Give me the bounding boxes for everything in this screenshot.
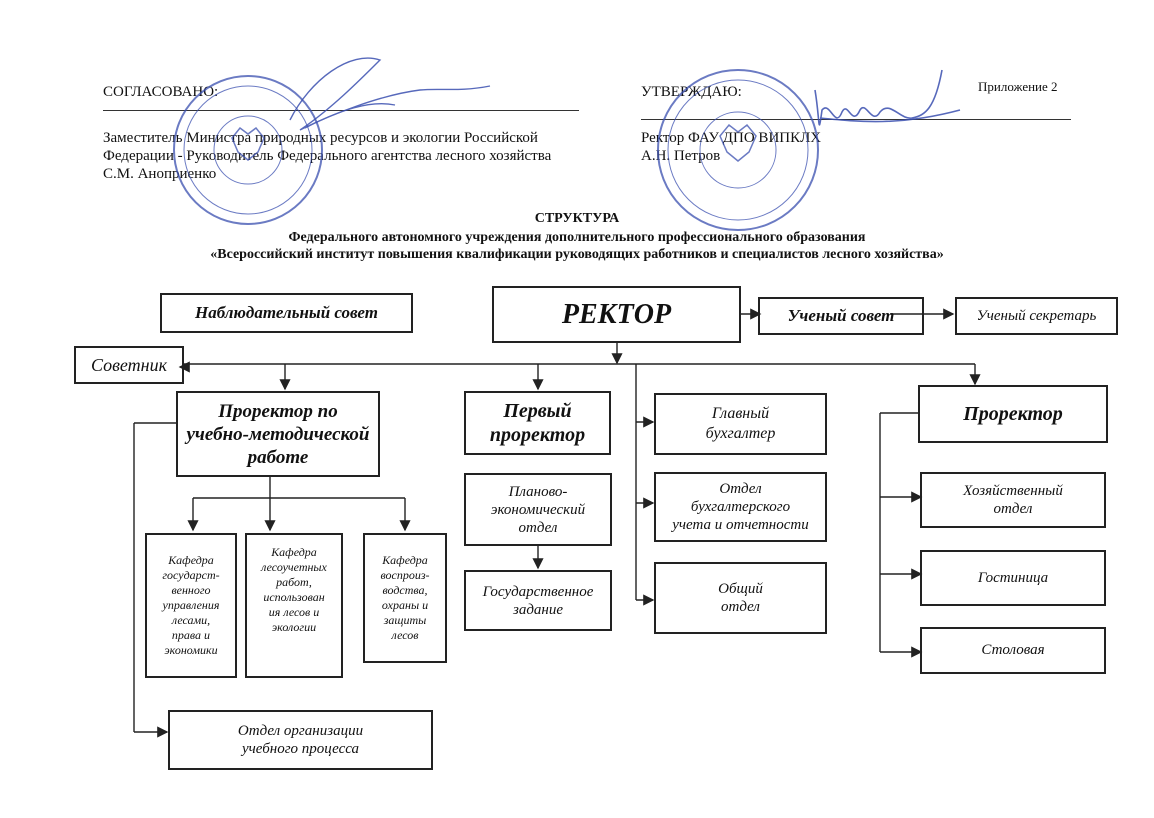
stamp-right (657, 69, 819, 231)
hotel-box: Гостиница (920, 550, 1106, 606)
accounting-dept-box: Отдел бухгалтерского учета и отчетности (654, 472, 827, 542)
vp-label: Проректор (963, 402, 1063, 425)
household-dept-line1: Хозяйственный (963, 483, 1063, 499)
edu-process-dept-line1: Отдел организации (237, 723, 364, 739)
department-2-box: Кафедра лесоучетных работ, использован и… (245, 533, 343, 678)
advisor-box: Советник (74, 346, 184, 384)
chief-accountant-box: Главный бухгалтер (654, 393, 827, 455)
canteen-box: Столовая (920, 627, 1106, 674)
institute-name: «Всероссийский институт повышения квалиф… (210, 247, 944, 262)
department-2-line1: Кафедра (271, 545, 317, 559)
department-1-line1: Кафедра (168, 553, 214, 567)
department-1-line2: государст- (162, 568, 220, 582)
rector-label: РЕКТОР (561, 298, 672, 330)
planning-dept-line2: экономический (490, 501, 586, 518)
approver-left-name: С.М. Аноприенко (103, 166, 217, 182)
rector-box: РЕКТОР (492, 286, 741, 343)
first-vp-line1: Первый (503, 400, 572, 422)
first-vp-box: Первый проректор (464, 391, 611, 455)
department-3-line5: защиты (383, 613, 427, 627)
doc-subtitle: Федерального автономного учреждения допо… (288, 230, 866, 245)
vp-education-box: Проректор по учебно-методической работе (176, 391, 380, 477)
approval-right-label: УТВЕРЖДАЮ: (641, 84, 742, 100)
academic-council-box: Ученый совет (758, 297, 924, 335)
vp-education-line2: учебно-методической (186, 423, 370, 445)
chief-accountant-line1: Главный (711, 405, 770, 422)
department-2-line5: ия лесов и (268, 605, 320, 619)
department-1-line6: права и (171, 628, 211, 642)
academic-secretary-label: Ученый секретарь (976, 307, 1097, 324)
approval-left-label: СОГЛАСОВАНО: (103, 84, 219, 100)
stamp-left (173, 75, 323, 225)
vp-education-line3: работе (247, 446, 309, 468)
signature-line-left (103, 110, 579, 111)
state-task-line1: Государственное (482, 583, 594, 600)
planning-dept-box: Планово- экономический отдел (464, 473, 612, 546)
signature-right (814, 69, 961, 126)
hotel-label: Гостиница (977, 569, 1049, 586)
state-task-box: Государственное задание (464, 570, 612, 631)
state-task-line2: задание (512, 601, 564, 618)
accounting-dept-line3: учета и отчетности (672, 517, 809, 533)
department-3-line6: лесов (391, 628, 419, 642)
advisor-label: Советник (90, 354, 168, 375)
department-2-line6: экологии (271, 620, 317, 634)
appendix-label: Приложение 2 (978, 79, 1058, 94)
general-dept-line2: отдел (721, 599, 760, 615)
department-3-line1: Кафедра (382, 553, 428, 567)
academic-council-label: Ученый совет (787, 306, 895, 325)
department-1-box: Кафедра государст- венного управления ле… (145, 533, 237, 678)
department-3-line3: водства, (382, 583, 428, 597)
signature-line-right (641, 119, 1071, 120)
department-3-box: Кафедра воспроиз- водства, охраны и защи… (363, 533, 447, 663)
general-dept-box: Общий отдел (654, 562, 827, 634)
approver-right-line1: Ректор ФАУ ДПО ВИПКЛХ (641, 130, 822, 146)
accounting-dept-line2: бухгалтерского (690, 499, 791, 515)
signature-left (289, 57, 491, 131)
department-2-line3: работ, (276, 575, 312, 589)
department-2-line2: лесоучетных (261, 560, 327, 574)
department-1-line4: управления (162, 598, 220, 612)
academic-secretary-box: Ученый секретарь (955, 297, 1118, 335)
first-vp-line2: проректор (489, 424, 586, 446)
household-dept-line2: отдел (993, 501, 1033, 517)
accounting-dept-line1: Отдел (719, 481, 762, 497)
edu-process-dept-box: Отдел организации учебного процесса (168, 710, 433, 770)
planning-dept-line1: Планово- (508, 483, 568, 500)
department-1-line3: венного (171, 583, 211, 597)
department-3-line2: воспроиз- (380, 568, 430, 582)
department-1-line7: экономики (164, 643, 218, 657)
household-dept-box: Хозяйственный отдел (920, 472, 1106, 528)
doc-title: СТРУКТУРА (534, 211, 620, 226)
vp-education-line1: Проректор по (218, 400, 338, 422)
department-1-line5: лесами, (171, 613, 211, 627)
department-3-line4: охраны и (381, 598, 429, 612)
planning-dept-line3: отдел (518, 519, 558, 536)
vp-box: Проректор (918, 385, 1108, 443)
edu-process-dept-line2: учебного процесса (241, 741, 360, 757)
chief-accountant-line2: бухгалтер (705, 425, 776, 442)
canteen-label: Столовая (981, 642, 1045, 658)
general-dept-line1: Общий (718, 581, 763, 597)
supervisory-board-box: Наблюдательный совет (160, 293, 413, 333)
supervisory-board-label: Наблюдательный совет (195, 303, 378, 322)
department-2-line4: использован (263, 590, 325, 604)
